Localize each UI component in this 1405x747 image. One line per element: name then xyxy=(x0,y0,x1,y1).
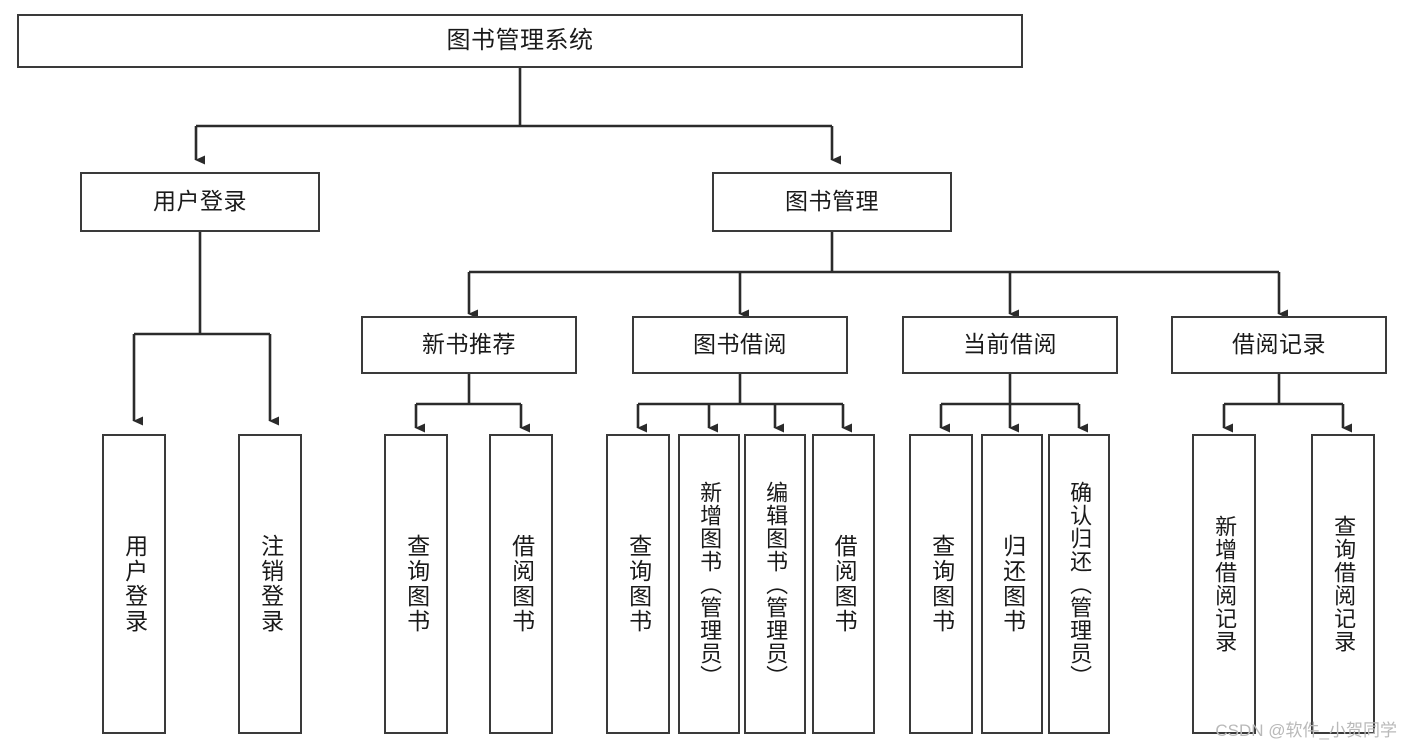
leaf-edit-book-admin[interactable]: 编辑图书（管理员） xyxy=(744,434,806,734)
node-label: 当前借阅 xyxy=(963,331,1057,358)
node-label: 新增图书（管理员） xyxy=(697,480,723,688)
leaf-borrow-book-borrowing[interactable]: 借阅图书 xyxy=(812,434,875,734)
leaf-query-book-borrowing[interactable]: 查询图书 xyxy=(606,434,670,734)
node-label: 新书推荐 xyxy=(422,331,516,358)
node-user-login[interactable]: 用户登录 xyxy=(80,172,320,232)
node-new-book-recommendation[interactable]: 新书推荐 xyxy=(361,316,577,374)
node-label: 归还图书 xyxy=(999,534,1026,634)
leaf-user-login[interactable]: 用户登录 xyxy=(102,434,166,734)
leaf-add-borrow-record[interactable]: 新增借阅记录 xyxy=(1192,434,1256,734)
node-book-management[interactable]: 图书管理 xyxy=(712,172,952,232)
node-label: 用户登录 xyxy=(153,188,247,215)
node-label: 确认归还（管理员） xyxy=(1067,480,1093,688)
node-label: 借阅图书 xyxy=(831,534,858,634)
node-label: 图书借阅 xyxy=(693,331,787,358)
node-label: 借阅图书 xyxy=(508,534,535,634)
node-label: 注销登录 xyxy=(257,534,284,634)
node-label: 借阅记录 xyxy=(1232,331,1326,358)
node-label: 图书管理系统 xyxy=(446,26,594,54)
node-label: 用户登录 xyxy=(121,534,148,634)
leaf-logout[interactable]: 注销登录 xyxy=(238,434,302,734)
node-label: 新增借阅记录 xyxy=(1212,515,1238,653)
node-current-borrowing[interactable]: 当前借阅 xyxy=(902,316,1118,374)
leaf-add-book-admin[interactable]: 新增图书（管理员） xyxy=(678,434,740,734)
node-label: 查询图书 xyxy=(625,534,652,634)
node-root-book-management-system[interactable]: 图书管理系统 xyxy=(17,14,1023,68)
csdn-watermark: CSDN @软件_小贺同学 xyxy=(1215,721,1397,740)
node-label: 查询图书 xyxy=(928,534,955,634)
node-label: 编辑图书（管理员） xyxy=(763,480,789,688)
leaf-query-borrow-record[interactable]: 查询借阅记录 xyxy=(1311,434,1375,734)
node-book-borrowing[interactable]: 图书借阅 xyxy=(632,316,848,374)
node-label: 查询借阅记录 xyxy=(1331,515,1357,653)
leaf-borrow-book-recommendation[interactable]: 借阅图书 xyxy=(489,434,553,734)
leaf-query-book-recommendation[interactable]: 查询图书 xyxy=(384,434,448,734)
node-label: 查询图书 xyxy=(403,534,430,634)
leaf-query-book-current[interactable]: 查询图书 xyxy=(909,434,973,734)
node-borrowing-record[interactable]: 借阅记录 xyxy=(1171,316,1387,374)
leaf-confirm-return-admin[interactable]: 确认归还（管理员） xyxy=(1048,434,1110,734)
leaf-return-book[interactable]: 归还图书 xyxy=(981,434,1043,734)
node-label: 图书管理 xyxy=(785,188,879,215)
